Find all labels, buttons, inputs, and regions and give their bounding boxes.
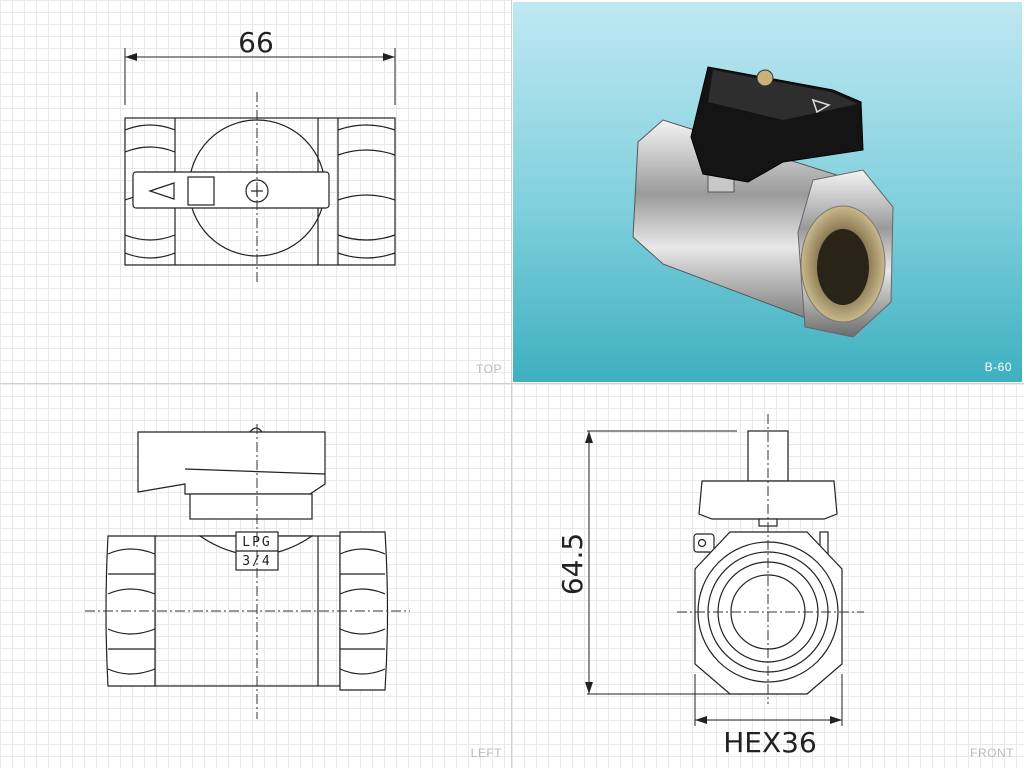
valve-photo-illustration (632, 66, 894, 338)
left-view-panel: LPG 3/4 LEFT (0, 384, 512, 768)
left-view-label: LEFT (470, 746, 502, 760)
front-view-panel: 64.5 HEX36 FRONT (512, 384, 1024, 768)
dimension-hex-label: HEX36 (723, 726, 817, 759)
top-view-label: TOP (476, 362, 502, 376)
product-photo-panel: B-60 (513, 2, 1022, 382)
left-view-drawing: LPG 3/4 (85, 424, 410, 719)
front-view-drawing: 64.5 HEX36 (556, 414, 864, 759)
marking-lpg: LPG (242, 535, 271, 550)
model-number-label: B-60 (984, 360, 1012, 374)
top-view-panel: 66 TOP (0, 0, 512, 384)
marking-size: 3/4 (242, 554, 271, 569)
panel-divider-horizontal (0, 383, 1024, 384)
dimension-height-label: 64.5 (556, 533, 589, 595)
front-view-label: FRONT (970, 746, 1014, 760)
dimension-66-label: 66 (238, 26, 274, 59)
panel-divider-vertical (511, 0, 512, 768)
top-view-drawing: 66 (124, 26, 396, 285)
